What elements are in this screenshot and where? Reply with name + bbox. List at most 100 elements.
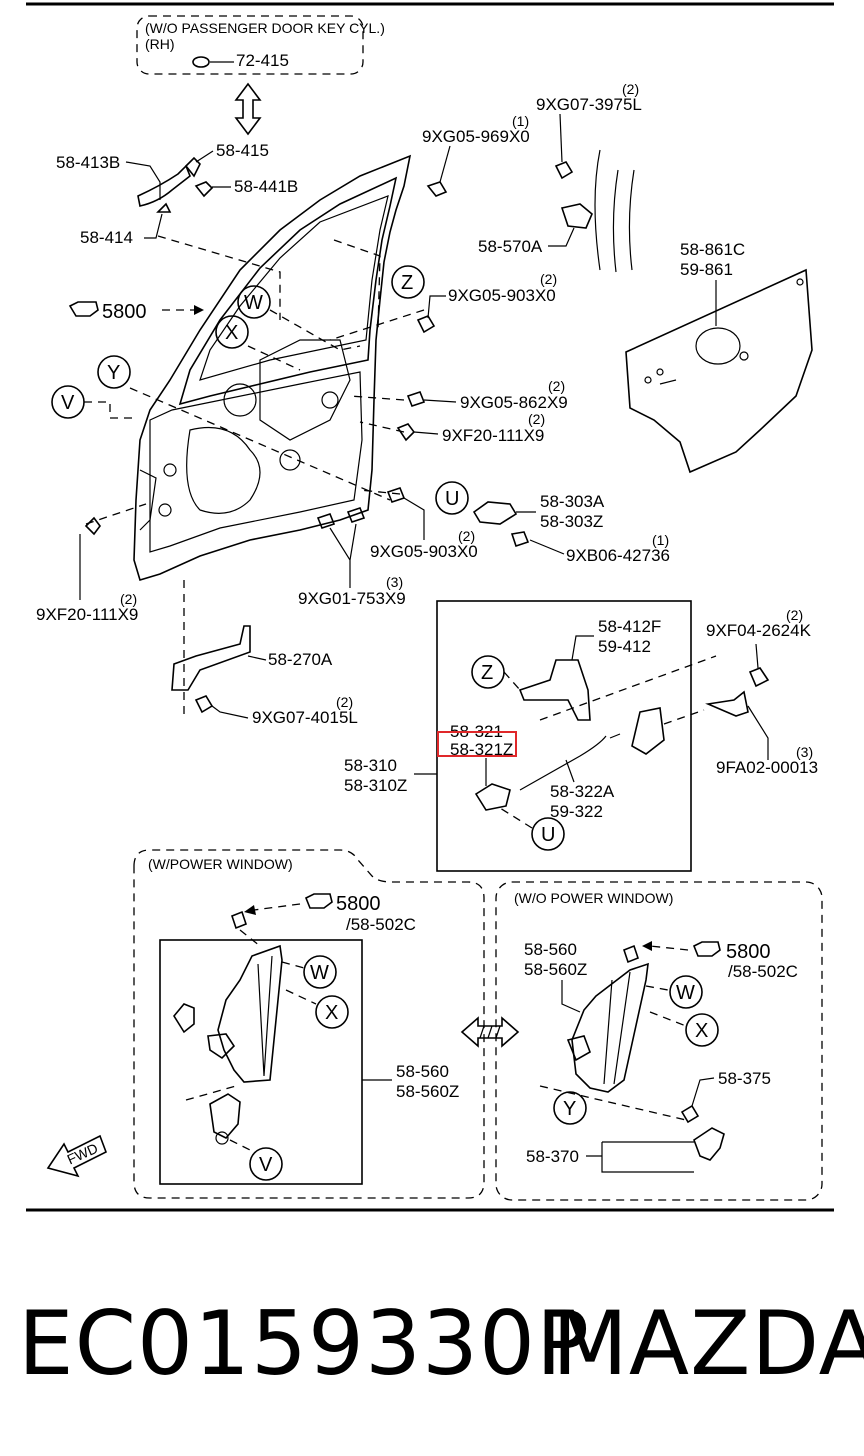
- label-58-560z-b: 58-560Z: [524, 960, 587, 979]
- svg-text:W: W: [310, 962, 329, 984]
- svg-text:X: X: [695, 1020, 708, 1042]
- manual-regulator-icon: [571, 962, 649, 1093]
- label-58-303z: 58-303Z: [540, 512, 603, 531]
- label-9xb06-42736: 9XB06-42736: [566, 546, 670, 565]
- power-window-inner-box: [159, 939, 363, 1185]
- keycyl-note-box: [136, 15, 364, 75]
- ref-5800-power: 5800 /58-502C: [244, 893, 416, 934]
- label-59-412: 59-412: [598, 637, 651, 656]
- handle-bezel-icon: [472, 501, 518, 525]
- label-59-861: 59-861: [680, 260, 733, 279]
- clip-icon: [173, 1003, 195, 1034]
- svg-text:Y: Y: [107, 362, 120, 384]
- keycyl-note-title: (W/O PASSENGER DOOR KEY CYL.): [145, 20, 385, 36]
- svg-text:(2): (2): [336, 694, 353, 710]
- ref-5800-top: 5800: [68, 301, 204, 323]
- callout-x-manual: X: [685, 1013, 719, 1047]
- svg-text:/58-502C: /58-502C: [346, 915, 416, 934]
- label-9xg05-862x9: 9XG05-862X9: [460, 393, 568, 412]
- svg-text:(2): (2): [540, 271, 557, 287]
- label-58-321z: 58-321Z: [450, 740, 513, 759]
- callout-u-detail: U: [531, 817, 565, 851]
- label-58-370: 58-370: [526, 1147, 579, 1166]
- window-motor-icon: [209, 1093, 241, 1139]
- pointing-hand-icon: [68, 301, 99, 317]
- callout-u-top: U: [435, 481, 469, 515]
- svg-text:5800: 5800: [336, 893, 381, 915]
- label-58-560-b: 58-560: [524, 940, 577, 959]
- footer-part-number: EC0159330P: [18, 1292, 591, 1395]
- label-9xg07-4015l: 9XG07-4015L: [252, 708, 358, 727]
- label-58-303a: 58-303A: [540, 492, 605, 511]
- callout-y-manual: Y: [553, 1091, 587, 1125]
- door-hinge-icon: [171, 625, 251, 691]
- label-58-310: 58-310: [344, 756, 397, 775]
- svg-text:(1): (1): [512, 113, 529, 129]
- label-58-415: 58-415: [216, 141, 269, 160]
- panel-cover-icon: [625, 268, 813, 474]
- rod-holder-icon: [474, 783, 511, 811]
- power-regulator-icon: [217, 944, 283, 1083]
- label-9xg05-903x0-a: 9XG05-903X0: [448, 286, 556, 305]
- callout-y-top: Y: [97, 355, 131, 389]
- label-9xg01-753x9: 9XG01-753X9: [298, 589, 406, 608]
- svg-text:W: W: [244, 292, 263, 314]
- svg-text:/58-502C: /58-502C: [728, 962, 798, 981]
- door-latch-icon: [631, 707, 665, 755]
- callout-w-power: W: [303, 955, 337, 989]
- striker-icon: [705, 690, 749, 717]
- svg-text:(2): (2): [622, 81, 639, 97]
- svg-text:X: X: [325, 1002, 338, 1024]
- label-58-441b: 58-441B: [234, 177, 298, 196]
- label-58-560-a: 58-560: [396, 1062, 449, 1081]
- label-59-322: 59-322: [550, 802, 603, 821]
- label-72-415: 72-415: [236, 51, 289, 70]
- double-arrow-horizontal-icon: [460, 1016, 520, 1048]
- power-window-header: (W/POWER WINDOW): [148, 856, 293, 872]
- callout-w-top: W: [237, 285, 271, 319]
- svg-text:(2): (2): [120, 591, 137, 607]
- svg-text:(1): (1): [652, 532, 669, 548]
- nut-icon: [84, 516, 101, 536]
- footer-brand: MAZDA: [552, 1292, 864, 1395]
- svg-text:(2): (2): [528, 411, 545, 427]
- label-58-412f: 58-412F: [598, 617, 661, 636]
- label-58-322a: 58-322A: [550, 782, 615, 801]
- svg-text:U: U: [541, 824, 555, 846]
- door-frame-icon: [133, 154, 412, 581]
- svg-text:V: V: [259, 1154, 273, 1176]
- svg-text:5800: 5800: [726, 941, 771, 963]
- callout-z-detail: Z: [471, 655, 505, 689]
- callout-x-power: X: [315, 995, 349, 1029]
- label-9xg05-969x0: 9XG05-969X0: [422, 127, 530, 146]
- callout-v-power: V: [249, 1147, 283, 1181]
- pointing-hand-icon-manual: [692, 941, 721, 957]
- pointing-hand-icon-power: [304, 893, 333, 909]
- label-9xg05-903x0-b: 9XG05-903X0: [370, 542, 478, 561]
- svg-text:(2): (2): [548, 378, 565, 394]
- svg-text:Z: Z: [401, 272, 413, 294]
- svg-text:U: U: [445, 488, 459, 510]
- svg-text:5800: 5800: [102, 301, 147, 323]
- callout-v-top: V: [51, 385, 85, 419]
- svg-text:(3): (3): [386, 574, 403, 590]
- svg-text:Z: Z: [481, 662, 493, 684]
- callout-w-manual: W: [669, 975, 703, 1009]
- double-arrow-icon: [234, 82, 262, 136]
- power-window-box: [133, 849, 485, 1199]
- label-58-560z-a: 58-560Z: [396, 1082, 459, 1101]
- label-58-270a: 58-270A: [268, 650, 333, 669]
- manual-window-header: (W/O POWER WINDOW): [514, 890, 673, 906]
- ref-5800-manual: 5800 /58-502C: [642, 941, 798, 981]
- svg-text:X: X: [225, 322, 238, 344]
- label-9xf04-2624k: 9XF04-2624K: [706, 621, 812, 640]
- door-check-icon: [560, 203, 593, 229]
- highlight-box: [437, 731, 517, 757]
- label-9xg07-3975l: 9XG07-3975L: [536, 95, 642, 114]
- svg-text:Y: Y: [563, 1098, 576, 1120]
- callout-x-top: X: [215, 315, 249, 349]
- label-58-413b: 58-413B: [56, 153, 120, 172]
- label-9fa02-00013: 9FA02-00013: [716, 758, 818, 777]
- window-crank-icon: [693, 1127, 725, 1161]
